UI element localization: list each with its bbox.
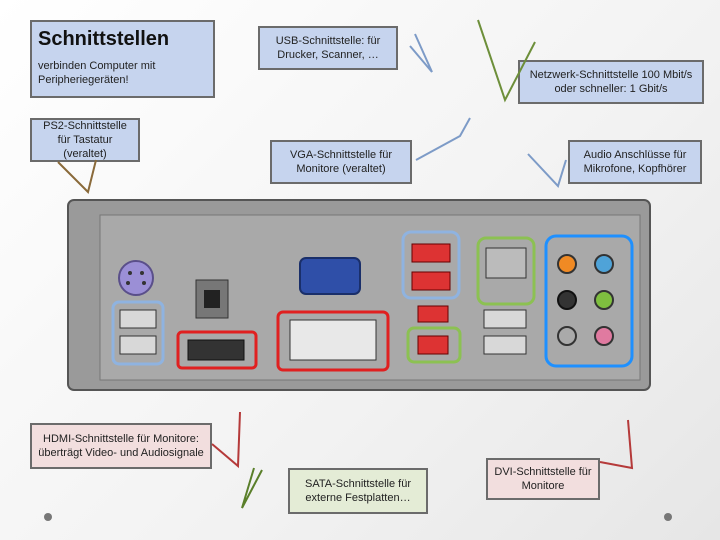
usb-port — [411, 271, 451, 291]
audio-jack — [557, 290, 577, 310]
page-subtitle: verbinden Computer mit Peripheriegeräten… — [38, 60, 156, 86]
vga-callout: VGA-Schnittstelle für Monitore (veraltet… — [270, 140, 412, 184]
sata-port — [417, 305, 449, 323]
usb-callout: USB-Schnittstelle: für Drucker, Scanner,… — [258, 26, 398, 70]
audio-callout: Audio Anschlüsse für Mikrofone, Kopfhöre… — [568, 140, 702, 184]
dvi-callout-text: DVI-Schnittstelle für Monitore — [494, 466, 592, 492]
dvi-port — [289, 319, 377, 361]
sata-port — [417, 335, 449, 355]
ps2-leader — [57, 159, 97, 194]
audio-jack — [557, 254, 577, 274]
usb-port — [483, 309, 527, 329]
usb-leader — [409, 33, 433, 73]
network-callout: Netzwerk-Schnittstelle 100 Mbit/s oder s… — [518, 60, 704, 104]
hdmi-callout: HDMI-Schnittstelle für Monitore: überträ… — [30, 423, 212, 469]
usb-top-outline — [401, 230, 461, 300]
ps2-port — [118, 260, 154, 296]
hdmi-port — [187, 339, 245, 361]
usb-port — [483, 335, 527, 355]
audio-callout-text: Audio Anschlüsse für Mikrofone, Kopfhöre… — [583, 149, 687, 175]
nav-dot — [664, 513, 672, 521]
sata-callout: SATA-Schnittstelle für externe Festplatt… — [288, 468, 428, 514]
audio-leader — [527, 153, 567, 188]
network-leader — [477, 19, 536, 103]
ps2-callout: PS2-Schnittstelle für Tastatur (veraltet… — [30, 118, 140, 162]
title-box: Schnittstellen verbinden Computer mit Pe… — [30, 20, 215, 98]
hdmi-outline — [176, 330, 258, 370]
network-outline — [476, 236, 536, 306]
audio-jack — [594, 326, 614, 346]
network-callout-text: Netzwerk-Schnittstelle 100 Mbit/s oder s… — [529, 69, 693, 95]
sata-outline — [406, 326, 462, 364]
sata-leader — [241, 467, 263, 509]
ps2-callout-text: PS2-Schnittstelle für Tastatur (veraltet… — [43, 120, 127, 160]
audio-jack — [594, 290, 614, 310]
sata-callout-text: SATA-Schnittstelle für externe Festplatt… — [305, 478, 411, 504]
hdmi-leader — [211, 411, 241, 469]
usb-port — [411, 243, 451, 263]
page-title: Schnittstellen — [38, 28, 170, 50]
usb-left-outline — [111, 300, 165, 366]
usb-port — [119, 335, 157, 355]
usb-port — [119, 309, 157, 329]
hdmi-callout-text: HDMI-Schnittstelle für Monitore: überträ… — [38, 433, 204, 459]
audio-outline — [544, 234, 634, 368]
network-port — [485, 247, 527, 279]
usb-callout-text: USB-Schnittstelle: für Drucker, Scanner,… — [275, 35, 381, 61]
dvi-leader — [599, 419, 634, 470]
vga-callout-text: VGA-Schnittstelle für Monitore (veraltet… — [289, 149, 393, 175]
dvi-callout: DVI-Schnittstelle für Monitore — [486, 458, 600, 500]
vga-port — [299, 257, 361, 295]
audio-jack — [557, 326, 577, 346]
nav-dot — [44, 513, 52, 521]
audio-jack — [594, 254, 614, 274]
vga-leader — [415, 117, 471, 161]
dvi-outline — [276, 310, 390, 372]
